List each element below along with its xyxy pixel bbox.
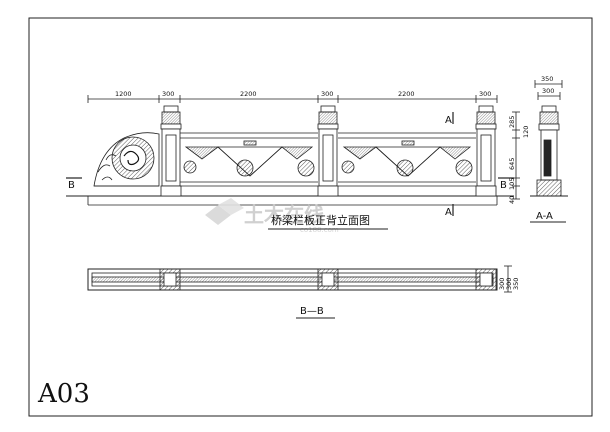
- balustrade-panel-2: [338, 132, 476, 187]
- side-dimension-chain: [512, 111, 520, 200]
- dim-label: 120: [522, 126, 530, 138]
- dim-label: 645: [508, 158, 516, 170]
- dim-label: 300: [321, 90, 333, 98]
- dragon-end-scroll: [93, 132, 160, 187]
- section-view-a-a: [530, 80, 568, 197]
- watermark: 土木在线 co188.com: [205, 198, 339, 234]
- dim-label: 300: [505, 278, 513, 290]
- section-dim-inner: 300: [542, 87, 554, 95]
- post-1: [160, 105, 182, 197]
- dim-label: 2200: [240, 90, 257, 98]
- side-dimension-labels: 285 120 645 105 40: [508, 116, 530, 204]
- balustrade-panel-1: [180, 132, 318, 187]
- dim-label: 350: [512, 278, 520, 290]
- dim-label: 300: [498, 278, 506, 290]
- dim-label: 40: [508, 196, 516, 204]
- cut-mark-a-bottom: A: [445, 207, 452, 218]
- top-dimension-labels: 1200 300 2200 300 2200 300: [115, 90, 491, 98]
- dim-label: 285: [508, 116, 516, 128]
- cut-mark-b-right: B: [500, 180, 507, 191]
- section-dim-outer: 350: [541, 75, 553, 83]
- post-2: [317, 105, 339, 197]
- top-dimension-chain: [87, 95, 498, 103]
- sheet-border: [28, 17, 593, 417]
- sheet-id: A03: [37, 379, 90, 409]
- watermark-url: co188.com: [300, 226, 339, 234]
- dim-label: 105: [508, 178, 516, 190]
- dim-label: 300: [162, 90, 174, 98]
- plan-dimension-labels: 350 300 300: [498, 278, 520, 290]
- post-3: [475, 105, 497, 197]
- elevation-view: [66, 95, 520, 216]
- dim-label: 300: [479, 90, 491, 98]
- cut-mark-b-left: B: [68, 180, 75, 191]
- cut-mark-a-top: A: [445, 115, 452, 126]
- dim-label: 1200: [115, 90, 132, 98]
- plan-view-b-b: [87, 265, 512, 293]
- watermark-brand: 土木在线: [244, 203, 324, 227]
- watermark-logo-icon: [205, 198, 244, 225]
- plan-label: B—B: [300, 306, 324, 317]
- elevation-title: 桥梁栏板正背立面图: [271, 213, 370, 227]
- dim-label: 2200: [398, 90, 415, 98]
- section-title: A-A: [536, 211, 553, 222]
